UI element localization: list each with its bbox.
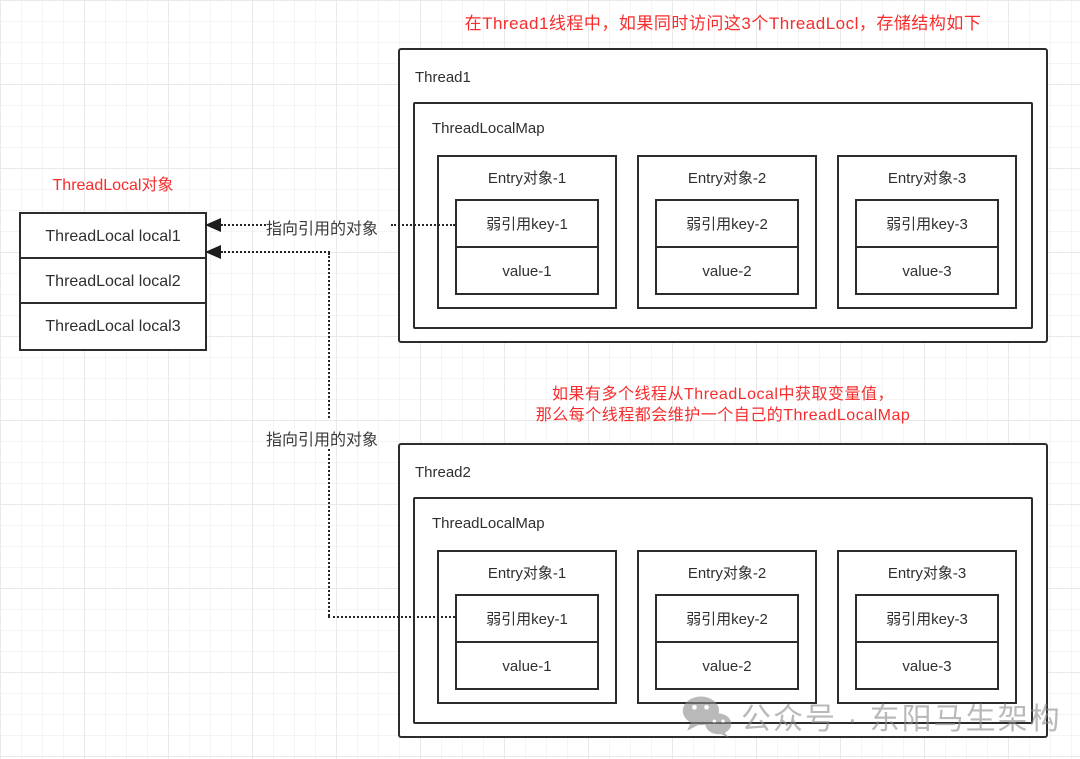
middle-note-line2: 那么每个线程都会维护一个自己的ThreadLocalMap xyxy=(535,407,911,424)
entry-title: Entry对象-1 xyxy=(487,565,567,582)
dotted-line-thread1-right xyxy=(391,224,455,226)
watermark-text: 公众号 · 东阳马生架构 xyxy=(741,703,1062,736)
entry-title: Entry对象-3 xyxy=(887,170,967,187)
thread2-entry-1: Entry对象-1 弱引用key-1 value-1 xyxy=(437,550,617,704)
wechat-icon xyxy=(682,696,732,738)
entry-value: value-1 xyxy=(455,641,599,690)
entry-kv: 弱引用key-3 value-3 xyxy=(855,199,999,295)
entry-value: value-2 xyxy=(655,641,799,690)
entry-key: 弱引用key-2 xyxy=(655,594,799,643)
threadlocal-list-item: ThreadLocal local2 xyxy=(21,259,205,304)
entry-key: 弱引用key-3 xyxy=(855,199,999,248)
dotted-line-thread2-bottom xyxy=(328,616,455,618)
thread1-threadlocalmap-box: ThreadLocalMap Entry对象-1 弱引用key-1 value-… xyxy=(413,102,1033,329)
dotted-line-thread2-vertical-lower xyxy=(328,449,330,616)
arrowhead-to-local1-from-thread2 xyxy=(205,245,221,259)
entry-key: 弱引用key-1 xyxy=(455,594,599,643)
entry-kv: 弱引用key-1 value-1 xyxy=(455,199,599,295)
entry-kv: 弱引用key-2 value-2 xyxy=(655,199,799,295)
thread1-entry-1: Entry对象-1 弱引用key-1 value-1 xyxy=(437,155,617,309)
entry-title: Entry对象-2 xyxy=(687,565,767,582)
entry-value: value-2 xyxy=(655,246,799,295)
pointer-label-1: 指向引用的对象 xyxy=(266,221,379,238)
entry-value: value-3 xyxy=(855,641,999,690)
threadlocal-list-item: ThreadLocal local1 xyxy=(21,214,205,259)
entry-value: value-1 xyxy=(455,246,599,295)
entry-key: 弱引用key-2 xyxy=(655,199,799,248)
top-note: 在Thread1线程中，如果同时访问这3个ThreadLocl，存储结构如下 xyxy=(464,14,982,33)
entry-kv: 弱引用key-2 value-2 xyxy=(655,594,799,690)
dotted-line-thread2-top xyxy=(221,251,330,253)
entry-kv: 弱引用key-3 value-3 xyxy=(855,594,999,690)
entry-key: 弱引用key-3 xyxy=(855,594,999,643)
entry-key: 弱引用key-1 xyxy=(455,199,599,248)
dotted-line-thread1-left xyxy=(221,224,266,226)
thread1-entry-3: Entry对象-3 弱引用key-3 value-3 xyxy=(837,155,1017,309)
thread2-entry-3: Entry对象-3 弱引用key-3 value-3 xyxy=(837,550,1017,704)
thread2-box: Thread2 ThreadLocalMap Entry对象-1 弱引用key-… xyxy=(398,443,1048,738)
watermark: 公众号 · 东阳马生架构 xyxy=(681,694,1062,738)
thread1-entry-2: Entry对象-2 弱引用key-2 value-2 xyxy=(637,155,817,309)
entry-title: Entry对象-3 xyxy=(887,565,967,582)
thread2-threadlocalmap-box: ThreadLocalMap Entry对象-1 弱引用key-1 value-… xyxy=(413,497,1033,724)
arrowhead-to-local1-from-thread1 xyxy=(205,218,221,232)
middle-note-line1: 如果有多个线程从ThreadLocal中获取变量值， xyxy=(552,386,894,403)
thread1-box: Thread1 ThreadLocalMap Entry对象-1 弱引用key-… xyxy=(398,48,1048,343)
dotted-line-thread2-vertical-upper xyxy=(328,253,330,418)
entry-title: Entry对象-2 xyxy=(687,170,767,187)
entry-title: Entry对象-1 xyxy=(487,170,567,187)
thread2-entry-2: Entry对象-2 弱引用key-2 value-2 xyxy=(637,550,817,704)
threadlocal-objects-label: ThreadLocal对象 xyxy=(52,177,174,194)
threadlocal-list: ThreadLocal local1 ThreadLocal local2 Th… xyxy=(19,212,207,351)
entry-kv: 弱引用key-1 value-1 xyxy=(455,594,599,690)
middle-note: 如果有多个线程从ThreadLocal中获取变量值， 那么每个线程都会维护一个自… xyxy=(398,384,1048,426)
entry-value: value-3 xyxy=(855,246,999,295)
thread1-map-title: ThreadLocalMap xyxy=(432,120,545,137)
thread1-title: Thread1 xyxy=(415,69,471,86)
thread2-map-title: ThreadLocalMap xyxy=(432,515,545,532)
thread2-title: Thread2 xyxy=(415,464,471,481)
threadlocal-list-item: ThreadLocal local3 xyxy=(21,304,205,349)
pointer-label-2: 指向引用的对象 xyxy=(266,432,379,449)
